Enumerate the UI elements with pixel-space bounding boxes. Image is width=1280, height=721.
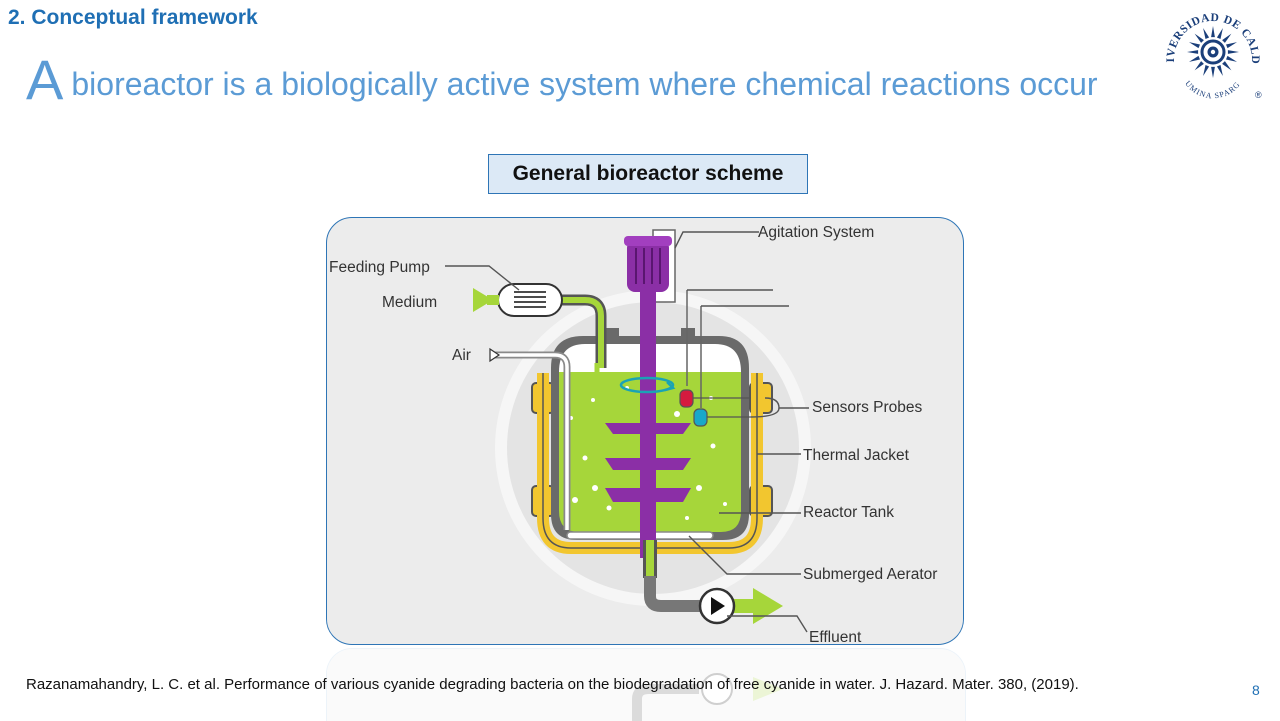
logo-ray bbox=[1203, 28, 1210, 39]
headline-initial: A bbox=[26, 48, 64, 111]
label-air: Air bbox=[452, 347, 471, 364]
page-number: 8 bbox=[1252, 682, 1260, 698]
logo-ray bbox=[1216, 65, 1223, 76]
scheme-label: General bioreactor scheme bbox=[488, 154, 808, 194]
logo-ray bbox=[1194, 61, 1204, 71]
label-sensors-probes: Sensors Probes bbox=[812, 399, 923, 416]
effluent-line bbox=[643, 540, 783, 625]
label-submerged-aerator: Submerged Aerator bbox=[803, 566, 937, 583]
logo-ray bbox=[1187, 50, 1199, 54]
logo-ray bbox=[1211, 66, 1215, 78]
agitation-system bbox=[605, 229, 691, 558]
sensors-probes bbox=[679, 289, 789, 427]
logo-ray bbox=[1226, 55, 1237, 62]
label-effluent: Effluent bbox=[809, 629, 862, 645]
logo-registered-mark: ® bbox=[1255, 90, 1262, 100]
university-logo: UNIVERSIDAD DE CALDAS LUMINA SPARGO ® bbox=[1160, 2, 1262, 100]
label-agitation-system: Agitation System bbox=[758, 224, 874, 241]
logo-ray bbox=[1189, 42, 1200, 49]
label-feeding-pump: Feeding Pump bbox=[329, 259, 430, 276]
label-reactor-tank: Reactor Tank bbox=[803, 504, 894, 521]
logo-ray bbox=[1211, 26, 1215, 38]
logo-ray bbox=[1216, 28, 1223, 39]
feeding-pump bbox=[473, 283, 607, 373]
logo-ray bbox=[1203, 65, 1210, 76]
logo-ray bbox=[1189, 55, 1200, 62]
citation: Razanamahandry, L. C. et al. Performance… bbox=[26, 676, 1079, 693]
headline-text: bioreactor is a biologically active syst… bbox=[71, 66, 1098, 102]
logo-ray bbox=[1227, 50, 1239, 54]
label-medium: Medium bbox=[382, 294, 437, 311]
diagram-reflection bbox=[326, 648, 966, 721]
logo-ray bbox=[1226, 42, 1237, 49]
bioreactor-diagram: Agitation System Feeding Pump Medium Air… bbox=[326, 217, 964, 645]
logo-ray bbox=[1222, 33, 1232, 43]
logo-ray bbox=[1194, 33, 1204, 43]
label-thermal-jacket: Thermal Jacket bbox=[803, 447, 910, 464]
section-title: 2. Conceptual framework bbox=[8, 6, 258, 29]
logo-ray bbox=[1222, 61, 1232, 71]
